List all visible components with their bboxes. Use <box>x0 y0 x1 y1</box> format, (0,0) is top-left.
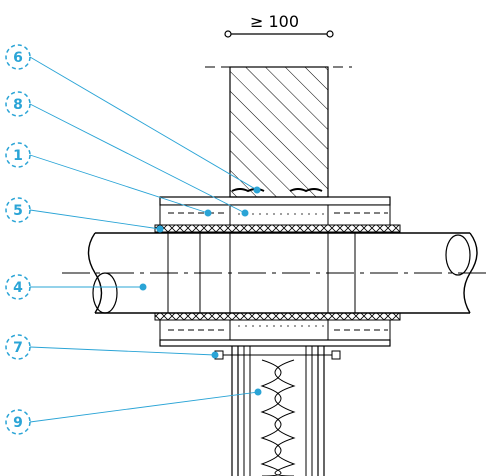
callout-9: 9 <box>5 409 31 435</box>
svg-text:9: 9 <box>13 415 23 431</box>
leader-lines <box>29 56 259 423</box>
dimension-label: ≥ 100 <box>250 12 299 31</box>
svg-text:5: 5 <box>13 203 23 219</box>
callout-7: 7 <box>5 334 31 360</box>
svg-text:4: 4 <box>13 280 23 296</box>
callout-6: 6 <box>5 44 31 70</box>
bolts <box>214 350 341 360</box>
leader-dots <box>139 186 262 396</box>
svg-text:8: 8 <box>13 97 23 113</box>
svg-text:7: 7 <box>13 340 23 356</box>
wall <box>229 66 329 198</box>
callout-8: 8 <box>5 91 31 117</box>
svg-text:6: 6 <box>13 50 23 66</box>
pipe <box>62 232 490 314</box>
svg-text:1: 1 <box>13 148 23 164</box>
callout-4: 4 <box>5 274 31 300</box>
callout-1: 1 <box>5 142 31 168</box>
drywall-partition <box>231 346 325 476</box>
bottom-collar <box>154 312 401 347</box>
dimension-line: ≥ 100 <box>224 12 334 38</box>
callout-5: 5 <box>5 197 31 223</box>
top-collar <box>154 196 401 233</box>
